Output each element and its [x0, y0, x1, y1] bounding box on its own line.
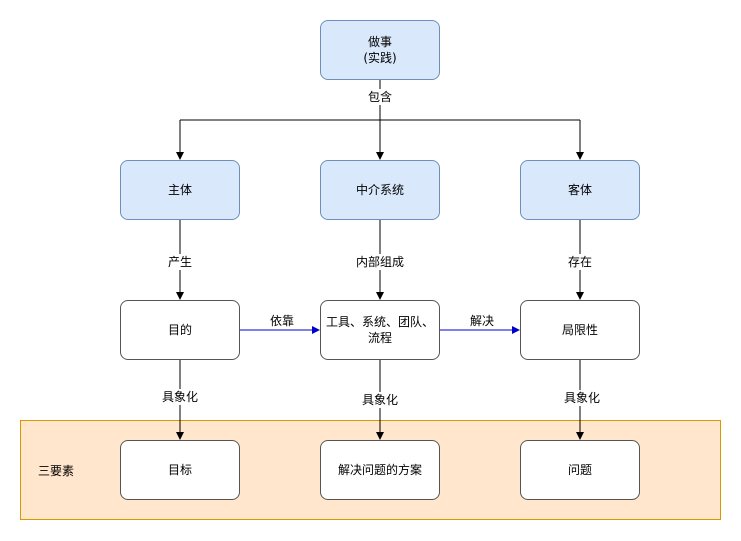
node-purpose: 目的: [120, 300, 240, 360]
node-solution: 解决问题的方案: [320, 440, 440, 500]
edge-label-concretize-3: 具象化: [561, 390, 603, 406]
edge-label-contains: 包含: [365, 89, 395, 105]
node-limits: 局限性: [520, 300, 640, 360]
node-goal: 目标: [120, 440, 240, 500]
edge-label-relies-on: 依靠: [269, 314, 295, 328]
edge-label-composed-of: 内部组成: [353, 254, 407, 270]
edge-label-exists: 存在: [565, 254, 595, 270]
node-problem: 问题: [520, 440, 640, 500]
node-object: 客体: [520, 160, 640, 220]
edge-label-produces: 产生: [165, 254, 195, 270]
three-elements-label: 三要素: [38, 464, 75, 478]
edge-label-concretize-2: 具象化: [359, 392, 401, 408]
node-medium: 中介系统: [320, 160, 440, 220]
edge-label-concretize-1: 具象化: [159, 389, 201, 405]
edge-label-solves: 解决: [469, 314, 495, 328]
node-subject: 主体: [120, 160, 240, 220]
node-means: 工具、系统、团队、 流程: [320, 300, 440, 360]
node-root: 做事 (实践): [320, 20, 440, 80]
